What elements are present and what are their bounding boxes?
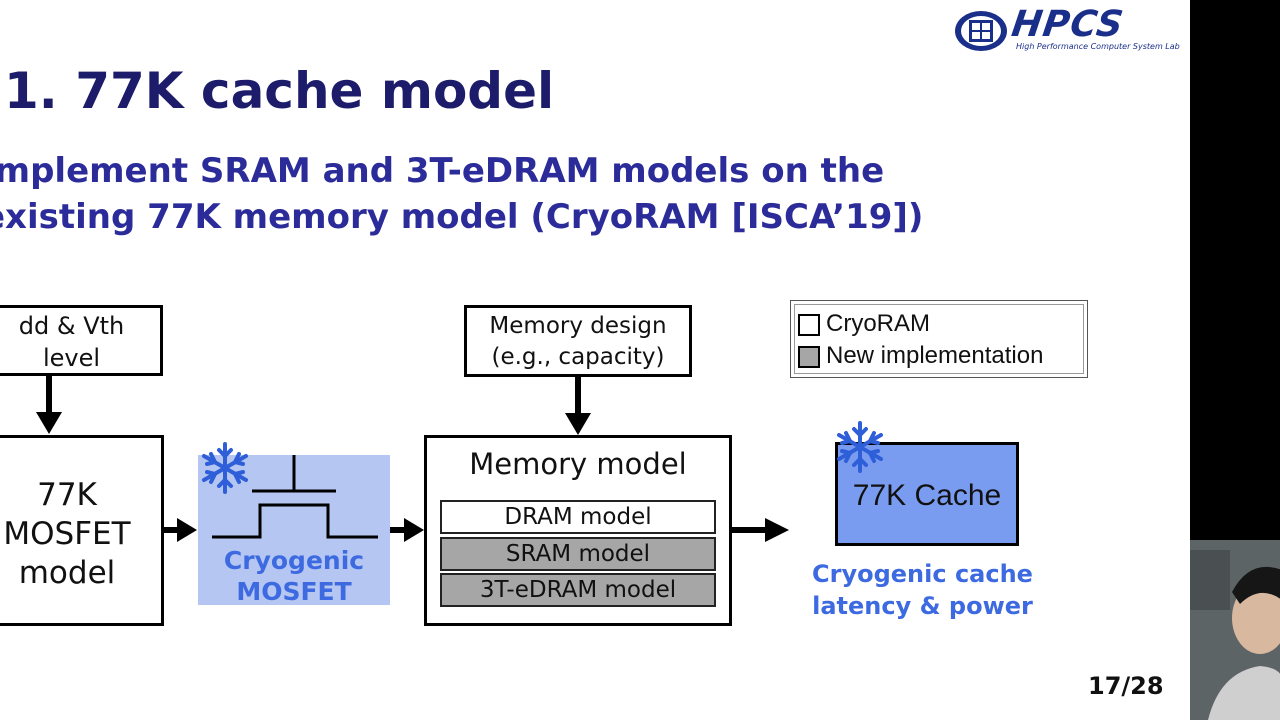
output-line-2: latency & power (812, 592, 1033, 620)
memory-model-title: Memory model (469, 447, 687, 481)
legend: CryoRAM New implementation (790, 300, 1088, 378)
legend-swatch-new-implementation (798, 346, 820, 368)
legend-swatch-cryoram (798, 314, 820, 336)
arrow-design-to-memory (565, 375, 591, 435)
transistor-symbol-icon (212, 455, 378, 539)
cryogenic-mosfet-label: Cryogenic MOSFET (198, 545, 390, 607)
arrow-mosfet-to-cryo (163, 518, 197, 542)
logo-subtitle: High Performance Computer System Lab (1016, 42, 1180, 51)
cryo-mosfet-line-1: Cryogenic (223, 546, 365, 575)
dram-model-box: DRAM model (440, 500, 716, 534)
3t-edram-model-box: 3T-eDRAM model (440, 573, 716, 607)
subtitle-line-2: existing 77K memory model (CryoRAM [ISCA… (0, 197, 924, 237)
arrow-cryo-to-memory (390, 518, 424, 542)
memory-design-line-1: Memory design (489, 313, 667, 339)
mosfet-line-2: MOSFET (3, 516, 131, 552)
cache-label: 77K Cache (852, 479, 1002, 512)
snowflake-icon (202, 442, 248, 494)
page-number: 17/28 (1088, 672, 1164, 700)
cryogenic-cache-output-label: Cryogenic cache latency & power (790, 558, 1055, 622)
subtitle-line-1: Implement SRAM and 3T-eDRAM models on th… (0, 151, 885, 191)
memory-design-line-2: (e.g., capacity) (491, 344, 665, 370)
legend-label-cryoram: CryoRAM (826, 310, 931, 337)
slide-subtitle: Implement SRAM and 3T-eDRAM models on th… (0, 148, 923, 240)
mosfet-line-3: model (18, 555, 116, 591)
arrow-memory-to-cache (731, 518, 789, 542)
presenter-silhouette (1190, 540, 1280, 720)
sram-model-box: SRAM model (440, 537, 716, 571)
legend-label-new-implementation: New implementation (826, 342, 1044, 369)
legend-frame (794, 304, 1084, 374)
vdd-vth-box: dd & Vth level (0, 305, 163, 376)
vdd-vth-line-2: level (42, 344, 101, 372)
university-seal-icon (955, 11, 1007, 51)
memory-design-box: Memory design (e.g., capacity) (464, 305, 692, 377)
logo-text: HPCS (1009, 4, 1127, 45)
mosfet-line-1: 77K (37, 477, 97, 513)
vdd-vth-line-1: dd & Vth (18, 312, 125, 340)
presenter-webcam (1190, 540, 1280, 720)
arrow-vdd-to-mosfet (36, 374, 62, 434)
cryo-mosfet-line-2: MOSFET (236, 577, 352, 606)
77k-cache-box: 77K Cache (835, 442, 1019, 546)
snowflake-icon (837, 421, 883, 473)
cryogenic-mosfet-block: Cryogenic MOSFET (198, 442, 390, 607)
slide-title: 1. 77K cache model (4, 62, 555, 120)
hpcs-logo: HPCS High Performance Computer System La… (950, 4, 1186, 54)
memory-model-box: Memory model DRAM model SRAM model 3T-eD… (424, 435, 732, 626)
slide: HPCS High Performance Computer System La… (0, 0, 1190, 720)
output-line-1: Cryogenic cache (812, 560, 1033, 588)
mosfet-model-box: 77K MOSFET model (0, 435, 164, 626)
